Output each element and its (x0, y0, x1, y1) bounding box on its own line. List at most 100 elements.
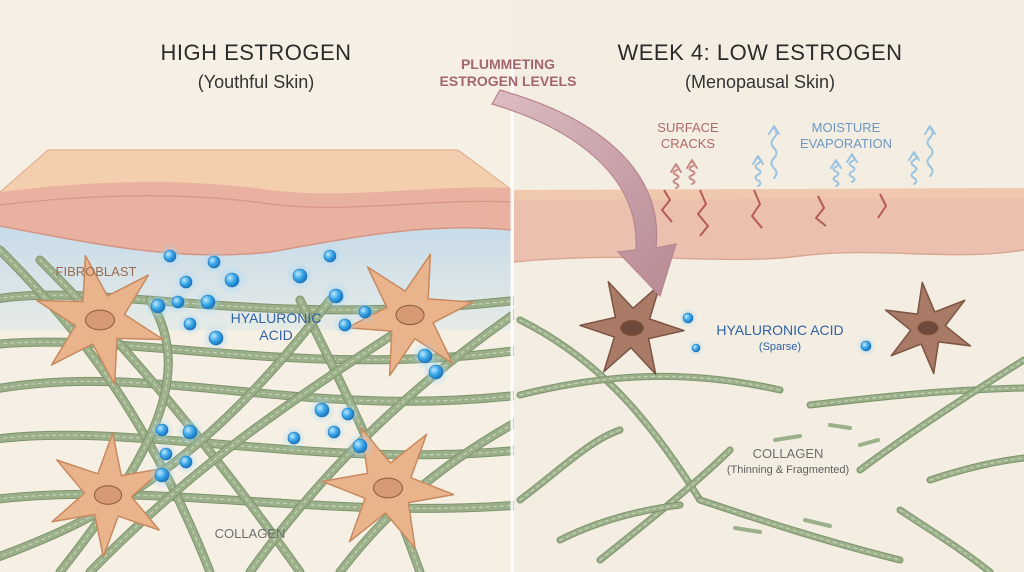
moisture-evaporation-label-line1: MOISTURE (811, 120, 881, 135)
ha-molecule (182, 424, 198, 440)
surface-cracks (661, 189, 887, 237)
right-panel-subtitle: (Menopausal Skin) (684, 72, 836, 92)
thin-dermis-band (514, 198, 1024, 262)
ha-molecule (417, 348, 433, 364)
ha-molecule (338, 318, 352, 332)
collagen-fiber-dense-twist (89, 329, 401, 572)
collagen-fiber-dense-twist (249, 309, 521, 572)
fibroblast-label: FIBROBLAST (55, 264, 137, 279)
evaporation-arrow-head (752, 155, 764, 165)
ha-molecule (208, 330, 224, 346)
ha-molecule (224, 272, 240, 288)
ha-molecule (163, 249, 177, 263)
evaporation-arrow-head (908, 151, 920, 161)
fibroblast-cell-aged-nucleus (620, 319, 644, 337)
surface-cracks-label-line1: SURFACE (657, 120, 719, 135)
collagen-label: COLLAGEN (214, 526, 286, 541)
evaporation-arrow (672, 165, 680, 189)
surface-cracks-label: SURFACE CRACKS (657, 120, 718, 152)
hyaluronic-acid-label-line1: HYALURONIC (230, 310, 322, 326)
ha-molecule-sparse (682, 312, 694, 324)
evaporation-arrow (688, 161, 696, 185)
ha-molecule (287, 431, 301, 445)
collagen-fiber-fragment-twist (859, 359, 1024, 471)
ha-molecule (292, 268, 308, 284)
evaporation-arrow (926, 127, 934, 177)
collagen-fiber-fragment-twist (599, 449, 731, 561)
evaporation-arrow-head (686, 159, 698, 169)
evaporation-arrow (848, 155, 856, 183)
surface-crack (877, 193, 887, 219)
ha-molecule (179, 455, 193, 469)
hyaluronic-acid-sparse-label: HYALURONIC ACID (716, 322, 844, 338)
fibroblast-cell-nucleus (84, 309, 116, 331)
evaporation-arrow-head (924, 125, 936, 135)
left-panel-title: HIGH ESTROGEN (160, 40, 352, 65)
collagen-fiber-fragment-twist (519, 375, 781, 396)
evaporation-arrow (770, 127, 778, 179)
collagen-fiber-dense-twist (0, 249, 211, 572)
ha-molecule (159, 447, 173, 461)
surface-cracks-label-line2: CRACKS (660, 136, 716, 151)
fibroblast-cell-aged-nucleus (917, 320, 939, 336)
collagen-fiber-fragment-twist (519, 319, 701, 501)
ha-molecule (200, 294, 216, 310)
right-panel-art (513, 0, 1024, 572)
collagen-fiber-fragment-twist (519, 429, 621, 501)
hyaluronic-acid-sparse-note: (Sparse) (758, 341, 802, 353)
transition-label-line2: ESTROGEN LEVELS (439, 73, 577, 89)
evaporation-arrow-head (830, 159, 842, 169)
collagen-fragment-piece (858, 438, 880, 447)
fibroblast-group-healthy (36, 253, 474, 558)
collagen-fiber-dense-twist (39, 259, 301, 572)
ha-molecule (323, 249, 337, 263)
fibroblast-cell-nucleus (372, 477, 404, 499)
thin-dermis-edge (513, 249, 1024, 263)
right-panel-title: WEEK 4: LOW ESTROGEN (617, 40, 903, 65)
collagen-fiber-fragment-twist (699, 499, 901, 561)
ha-molecule (207, 255, 221, 269)
evaporation-arrow (754, 157, 762, 187)
dermis-edge (0, 225, 513, 256)
ha-molecule (328, 288, 344, 304)
ha-molecule (358, 305, 372, 319)
ha-molecule-sparse (860, 340, 872, 352)
collagen-fiber-dense-twist (0, 380, 521, 402)
moisture-evaporation-arrows (670, 125, 936, 189)
ha-molecule (327, 425, 341, 439)
evaporation-arrow (832, 161, 840, 187)
evaporation-arrow-head (768, 125, 780, 135)
hyaluronic-acid-sparse (678, 308, 876, 356)
ha-molecule (183, 317, 197, 331)
evaporation-arrow-head (846, 153, 858, 163)
ha-molecule (154, 467, 170, 483)
surface-crack (661, 189, 673, 223)
ha-molecule (352, 438, 368, 454)
collagen-fiber-fragment-twist (809, 387, 1024, 406)
fibroblast-cell-nucleus (93, 485, 123, 505)
transition-label-line1: PLUMMETING (460, 56, 556, 72)
collagen-fiber-dense-twist (0, 493, 521, 510)
ha-molecule (179, 275, 193, 289)
transition-arrow-shape (491, 89, 677, 298)
surface-crack (751, 189, 763, 229)
ha-molecule (314, 402, 330, 418)
collagen-fragment-piece (803, 518, 832, 528)
hyaluronic-acid-label-line2: ACID (259, 327, 293, 343)
fibroblast-cell-nucleus (395, 304, 425, 326)
collagen-fiber-fragment (897, 507, 993, 572)
collagen-fragmented-note: (Thinning & Fragmented) (726, 464, 850, 476)
collagen-fragment-piece (828, 423, 852, 430)
ha-molecule (428, 364, 444, 380)
moisture-evaporation-label-line2: EVAPORATION (800, 136, 892, 151)
collagen-fragment-piece (773, 434, 802, 442)
ha-molecule (341, 407, 355, 421)
dermis-band (0, 182, 512, 255)
collagen-network-fragmented (516, 316, 1024, 572)
ha-molecule (171, 295, 185, 309)
ha-molecule (155, 423, 169, 437)
surface-crack (697, 189, 709, 237)
left-panel-art (0, 149, 525, 572)
